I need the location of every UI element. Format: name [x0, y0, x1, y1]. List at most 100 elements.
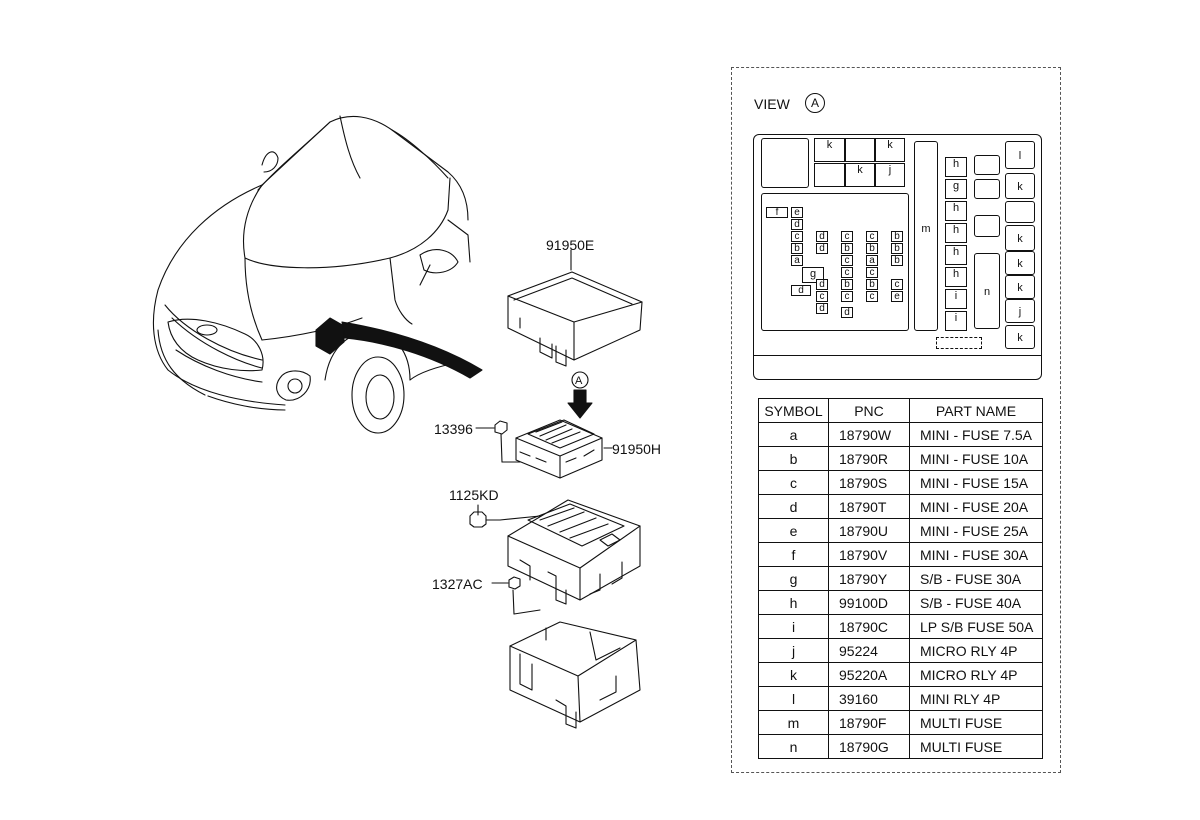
slot-b: b [866, 279, 878, 290]
callout-bolt: 1125KD [449, 487, 499, 503]
slot-i: i [945, 311, 967, 331]
callout-nut-bottom: 1327AC [432, 576, 483, 592]
cell-part-name: MULTI FUSE [909, 734, 1043, 759]
slot-c: c [841, 255, 853, 266]
cell-part-name: MINI - FUSE 20A [909, 494, 1043, 519]
location-arrow [315, 317, 483, 379]
slot-d: d [791, 285, 811, 296]
multi-fuse-n: n [974, 253, 1000, 329]
cell-part-name: MINI - FUSE 15A [909, 470, 1043, 495]
slot-b: b [791, 243, 803, 254]
cell-part-name: MINI - FUSE 7.5A [909, 422, 1043, 447]
slot-m: m [921, 223, 931, 235]
slot-k: k [1005, 225, 1035, 251]
multi-fuse-m [914, 141, 938, 331]
slot-b: b [841, 279, 853, 290]
blank-module [761, 138, 809, 188]
nut-13396 [475, 420, 521, 463]
slot-b: b [891, 255, 903, 266]
cell-symbol: n [758, 734, 829, 759]
slot-d: d [816, 231, 828, 242]
slot-j: j [1005, 299, 1035, 323]
cell-part-name: S/B - FUSE 40A [909, 590, 1043, 615]
cell-part-name: MICRO RLY 4P [909, 662, 1043, 687]
slot-d: d [816, 279, 828, 290]
cell-part-name: MINI RLY 4P [909, 686, 1043, 711]
callout-nut-top: 13396 [434, 421, 473, 437]
view-marker: A [805, 93, 825, 113]
fuse-box-cover [507, 249, 643, 367]
fuse-box-layout: k k k j f e d c b a d d c b c c b c c b … [753, 134, 1042, 380]
view-a-panel: VIEW A k k k j f e d c b a d d c b c c b… [731, 67, 1061, 773]
cell-pnc: 18790U [828, 518, 910, 543]
slot-b: b [891, 243, 903, 254]
slot-d: d [816, 303, 828, 314]
cell-pnc: 95224 [828, 638, 910, 663]
slot-d: d [791, 219, 803, 230]
slot-b: b [841, 243, 853, 254]
cell-symbol: h [758, 590, 829, 615]
slot-h: h [945, 267, 967, 287]
cell-pnc: 18790T [828, 494, 910, 519]
slot-k: k [845, 163, 875, 187]
header-symbol: SYMBOL [758, 398, 829, 423]
slot-k: k [1005, 325, 1035, 349]
slot-f: f [766, 207, 788, 218]
cell-pnc: 18790F [828, 710, 910, 735]
slot-b: b [891, 231, 903, 242]
nut-1327ac [491, 576, 541, 615]
callout-fuse-block: 91950H [612, 441, 662, 457]
cell-pnc: 99100D [828, 590, 910, 615]
cell-symbol: g [758, 566, 829, 591]
slot-a: a [791, 255, 803, 266]
slot-blank [974, 155, 1000, 175]
cell-pnc: 95220A [828, 662, 910, 687]
slot-h: h [945, 201, 967, 221]
cell-pnc: 18790W [828, 422, 910, 447]
fuse-block-illustration [515, 419, 613, 479]
spare-slot [936, 337, 982, 349]
slot-c: c [891, 279, 903, 290]
slot-i: i [945, 289, 967, 309]
slot-l: l [1005, 141, 1035, 169]
cell-part-name: LP S/B FUSE 50A [909, 614, 1043, 639]
cell-part-name: S/B - FUSE 30A [909, 566, 1043, 591]
cell-symbol: c [758, 470, 829, 495]
cell-symbol: k [758, 662, 829, 687]
cell-part-name: MINI - FUSE 10A [909, 446, 1043, 471]
cell-part-name: MULTI FUSE [909, 710, 1043, 735]
cell-part-name: MINI - FUSE 30A [909, 542, 1043, 567]
cell-symbol: l [758, 686, 829, 711]
vehicle-illustration [152, 115, 471, 434]
header-part-name: PART NAME [909, 398, 1043, 423]
slot-c: c [841, 231, 853, 242]
slot-c: c [866, 231, 878, 242]
slot-h: h [945, 223, 967, 243]
slot-e: e [891, 291, 903, 302]
cell-symbol: a [758, 422, 829, 447]
slot-blank [974, 215, 1000, 237]
box-bottom-strip [754, 355, 1041, 379]
slot-d: d [816, 243, 828, 254]
cell-symbol: j [758, 638, 829, 663]
slot-h: h [945, 157, 967, 177]
slot-k: k [875, 138, 905, 162]
slot-c: c [816, 291, 828, 302]
slot-c: c [866, 291, 878, 302]
cell-pnc: 18790S [828, 470, 910, 495]
slot-a: a [866, 255, 878, 266]
slot-k: k [814, 138, 845, 162]
